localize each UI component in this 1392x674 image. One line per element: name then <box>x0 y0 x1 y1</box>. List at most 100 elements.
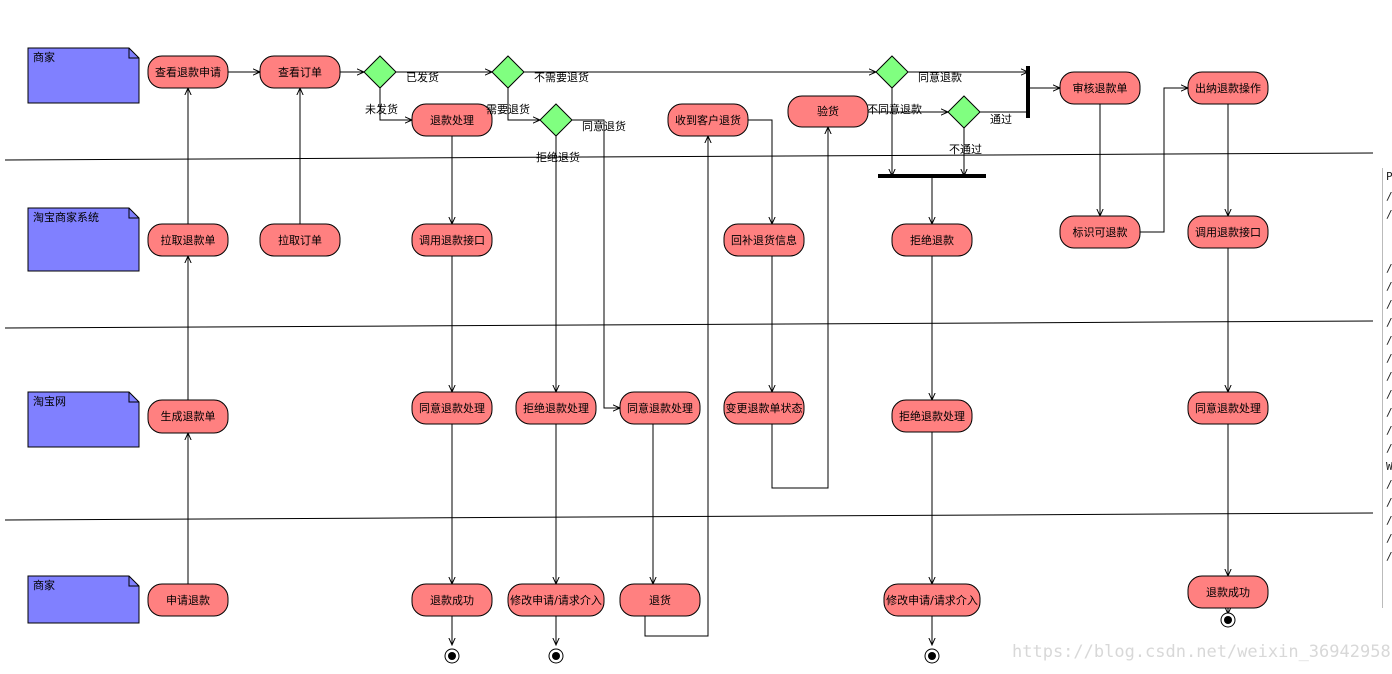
svg-text:拉取订单: 拉取订单 <box>278 233 322 247</box>
activity-pull-order: 拉取订单 <box>259 223 341 257</box>
activity-return-goods: 退货 <box>619 583 701 617</box>
decision-agree-refund <box>875 55 909 89</box>
final-node <box>1220 612 1236 628</box>
right-panel-char: / <box>1386 208 1392 221</box>
lane-note-taobao-merchant-system: 淘宝商家系统 <box>27 207 140 272</box>
decision-return-needed <box>491 55 525 89</box>
final-node <box>924 648 940 664</box>
svg-text:申请退款: 申请退款 <box>166 593 210 607</box>
svg-text:退款成功: 退款成功 <box>1206 585 1250 599</box>
right-panel-char: / <box>1386 298 1392 311</box>
lane-note-taobao: 淘宝网 <box>27 391 140 448</box>
svg-text:退款成功: 退款成功 <box>430 593 474 607</box>
svg-text:拒绝退款处理: 拒绝退款处理 <box>899 409 965 423</box>
flow-edges <box>188 72 1228 645</box>
activity-modify-or-intervene: 修改申请/请求介入 <box>507 583 605 617</box>
right-panel-char: / <box>1386 316 1392 329</box>
watermark: https://blog.csdn.net/weixin_36942958 <box>1012 642 1391 662</box>
right-panel-char: P <box>1386 170 1392 183</box>
svg-text:退货: 退货 <box>649 593 671 607</box>
activity-pull-refund: 拉取退款单 <box>147 223 229 257</box>
right-panel-char: / <box>1386 334 1392 347</box>
activity-view-order: 查看订单 <box>259 55 341 89</box>
activity-reject-refund-process: 拒绝退款处理 <box>891 399 973 433</box>
svg-text:调用退款接口: 调用退款接口 <box>1195 225 1261 239</box>
activity-review-refund: 审核退款单 <box>1059 71 1141 105</box>
lane-note-merchant-top: 商家 <box>27 47 140 104</box>
activity-refund-success: 退款成功 <box>411 583 493 617</box>
activity-call-refund-api: 调用退款接口 <box>1187 215 1269 249</box>
join-bar <box>1026 66 1030 118</box>
activity-view-refund-request: 查看退款申请 <box>147 55 229 89</box>
final-nodes <box>444 612 1236 664</box>
svg-text:验货: 验货 <box>817 104 839 118</box>
right-panel-char: / <box>1386 532 1392 545</box>
guard-passed: 通过 <box>990 113 1012 126</box>
guard-agree-refund: 同意退款 <box>918 70 962 84</box>
final-node <box>548 648 564 664</box>
guard-shipped: 已发货 <box>406 70 439 84</box>
activity-cashier-refund: 出纳退款操作 <box>1187 71 1269 105</box>
activity-mark-refundable: 标识可退款 <box>1059 215 1141 249</box>
swimlane-separators <box>4 152 1374 521</box>
right-panel-char: / <box>1386 406 1392 419</box>
svg-text:同意退款处理: 同意退款处理 <box>419 401 485 415</box>
svg-text:收到客户退货: 收到客户退货 <box>675 113 741 127</box>
right-panel-char: / <box>1386 424 1392 437</box>
lane-note-merchant-bottom: 商家 <box>27 575 140 624</box>
activity-inspect-goods: 验货 <box>787 95 869 128</box>
decision-shipped <box>363 55 397 89</box>
right-panel-char: / <box>1386 478 1392 491</box>
right-panel-char: / <box>1386 550 1392 563</box>
activity-reject-refund: 拒绝退款 <box>891 223 973 257</box>
svg-text:查看退款申请: 查看退款申请 <box>155 65 221 79</box>
svg-text:修改申请/请求介入: 修改申请/请求介入 <box>510 593 602 607</box>
activity-modify-or-intervene: 修改申请/请求介入 <box>883 583 981 617</box>
guard-not-shipped: 未发货 <box>365 102 398 116</box>
svg-text:同意退款处理: 同意退款处理 <box>627 401 693 415</box>
activity-call-refund-api: 调用退款接口 <box>411 223 493 257</box>
guard-disagree-refund: 不同意退款 <box>867 102 922 116</box>
svg-text:修改申请/请求介入: 修改申请/请求介入 <box>886 593 978 607</box>
right-panel-char: / <box>1386 442 1392 455</box>
right-panel-char: / <box>1386 496 1392 509</box>
guard-return-needed: 需要退货 <box>486 102 530 116</box>
svg-text:回补退货信息: 回补退货信息 <box>731 233 797 247</box>
activity-create-refund: 生成退款单 <box>147 399 229 434</box>
guard-agree-return: 同意退货 <box>582 119 626 133</box>
right-panel-char: / <box>1386 190 1392 203</box>
fork-bar <box>878 174 986 178</box>
lane-label: 淘宝商家系统 <box>33 210 99 224</box>
right-side-panel <box>1382 168 1392 608</box>
decision-inspection-pass <box>947 95 981 129</box>
activity-reject-refund-process: 拒绝退款处理 <box>515 391 597 425</box>
right-panel-char: / <box>1386 388 1392 401</box>
svg-text:变更退款单状态: 变更退款单状态 <box>726 401 803 415</box>
decisions <box>363 55 981 137</box>
svg-text:调用退款接口: 调用退款接口 <box>419 233 485 247</box>
svg-text:退款处理: 退款处理 <box>430 113 474 127</box>
svg-text:标识可退款: 标识可退款 <box>1073 225 1128 239</box>
right-panel-char: / <box>1386 352 1392 365</box>
activity-receive-customer-return: 收到客户退货 <box>667 103 749 137</box>
lane-label: 淘宝网 <box>33 394 66 408</box>
right-panel-char: / <box>1386 280 1392 293</box>
lane-label: 商家 <box>33 50 55 64</box>
right-panel-char: / <box>1386 262 1392 275</box>
activity-change-refund-status: 变更退款单状态 <box>723 391 805 425</box>
activity-agree-refund-process: 同意退款处理 <box>619 391 701 425</box>
activities: 查看退款申请 查看订单 退款处理 收到客户退货 验货 审核退款单 出纳退款操作 … <box>147 55 1269 617</box>
activity-agree-refund-process: 同意退款处理 <box>411 391 493 425</box>
final-node <box>444 648 460 664</box>
activity-refund-process: 退款处理 <box>411 103 493 137</box>
activity-agree-refund-process: 同意退款处理 <box>1187 391 1269 425</box>
svg-text:审核退款单: 审核退款单 <box>1073 81 1128 95</box>
svg-text:查看订单: 查看订单 <box>278 65 322 79</box>
svg-text:生成退款单: 生成退款单 <box>161 409 216 423</box>
right-panel-char: / <box>1386 514 1392 527</box>
activity-apply-refund: 申请退款 <box>147 583 229 617</box>
svg-text:出纳退款操作: 出纳退款操作 <box>1195 81 1261 95</box>
svg-text:拒绝退款处理: 拒绝退款处理 <box>523 401 589 415</box>
right-panel-char: / <box>1386 370 1392 383</box>
